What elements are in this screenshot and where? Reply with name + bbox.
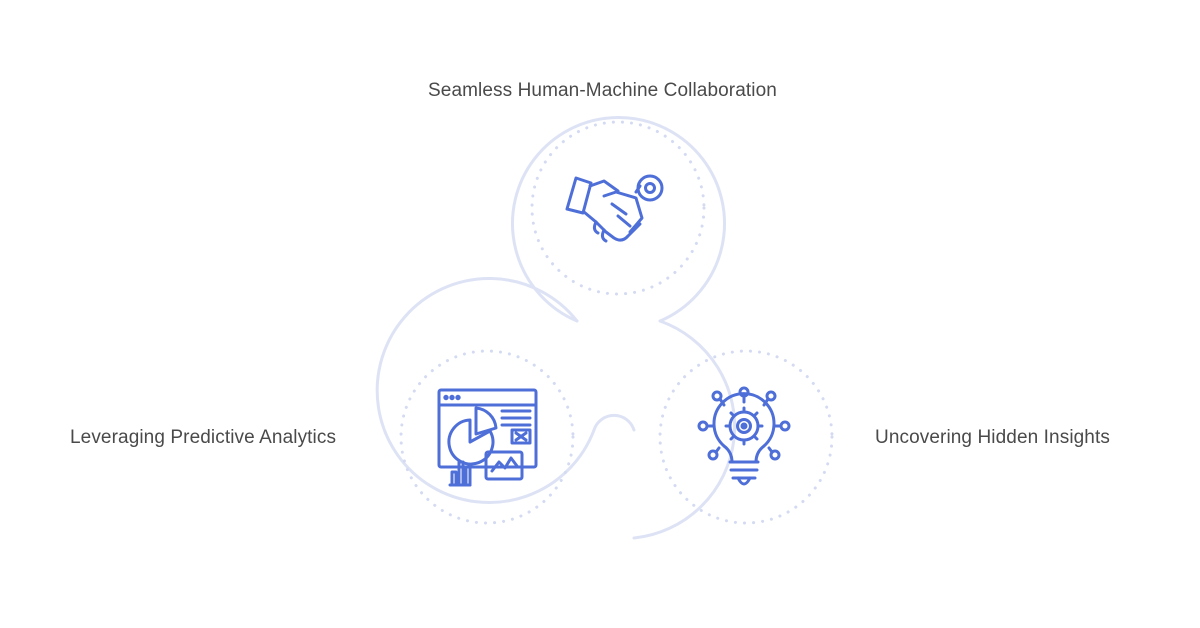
- node-label-left: Leveraging Predictive Analytics: [70, 427, 337, 448]
- top-circle-arc: [511, 115, 726, 323]
- right-circle-arc: [632, 319, 737, 540]
- handshake-icon: [565, 174, 664, 243]
- lightbulb-gear-icon: [697, 386, 791, 486]
- top-dotted-ring: [530, 120, 706, 296]
- left-circle-arc: [375, 277, 596, 504]
- right-dotted-ring: [658, 349, 834, 525]
- node-label-top: Seamless Human-Machine Collaboration: [428, 80, 777, 101]
- trefoil-outline: [375, 115, 737, 540]
- analytics-dashboard-icon: [437, 388, 538, 487]
- node-label-right: Uncovering Hidden Insights: [875, 427, 1110, 448]
- inner-notch-arc: [592, 413, 636, 432]
- dotted-rings: [399, 120, 834, 525]
- left-dotted-ring: [399, 349, 575, 525]
